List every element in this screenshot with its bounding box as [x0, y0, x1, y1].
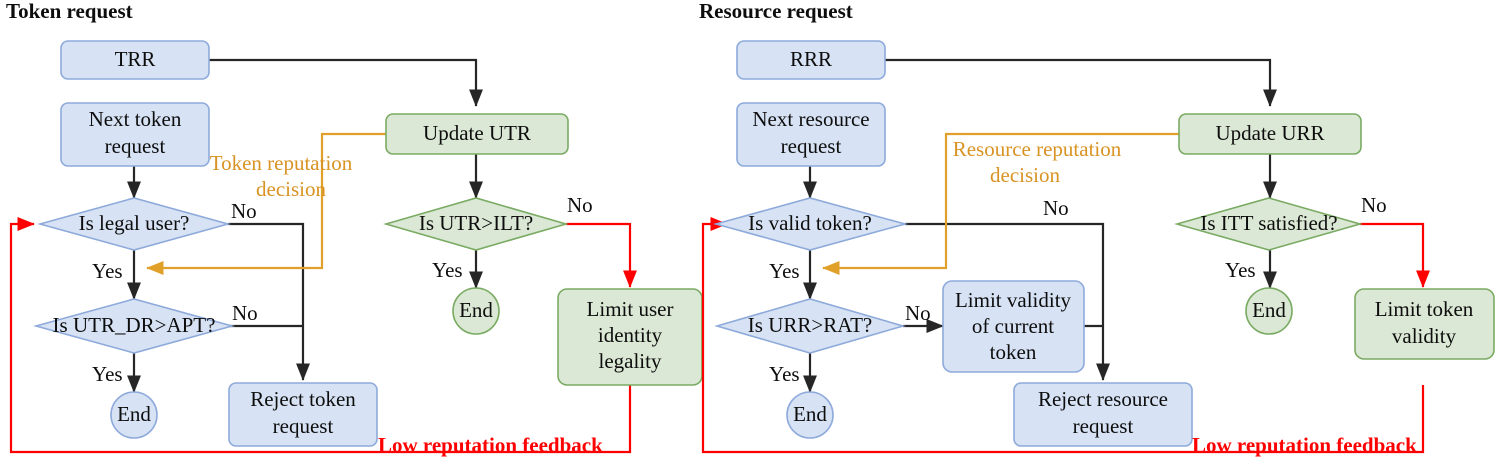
right-decision-is-urr-gt-rat-label: Is URR>RAT? [748, 313, 872, 337]
right-node-limit-token-validity[interactable]: Limit token validity [1354, 288, 1495, 360]
edge-resource-reputation-decision [822, 132, 1179, 276]
edge-trr-to-update [209, 58, 484, 107]
left-node-trr[interactable]: TRR [60, 40, 210, 80]
edge-d1-no-to-reject-r [905, 222, 1111, 381]
left-label-yes-2: Yes [92, 362, 123, 386]
left-annotation-reputation-line2: decision [256, 177, 326, 201]
left-node-next-line1: Next token [89, 107, 182, 131]
right-node-rrr-label: RRR [790, 47, 832, 71]
left-node-next-line2: request [105, 134, 166, 158]
left-diagram-title: Token request [6, 0, 133, 23]
left-terminator-end-1[interactable]: End [110, 391, 158, 439]
left-node-next-token-request[interactable]: Next token request [60, 102, 210, 167]
right-annotation-reputation-line2: decision [990, 163, 1060, 187]
right-decision-is-itt-satisfied-label: Is ITT satisfied? [1200, 211, 1337, 235]
left-terminator-end-2-label: End [459, 298, 493, 322]
left-terminator-end-2[interactable]: End [452, 287, 500, 335]
right-label-no-1: No [1043, 196, 1069, 220]
left-annotation-reputation-line1: Token reputation [210, 151, 353, 175]
right-node-limit-validity-of-current-token[interactable]: Limit validity of current token [942, 280, 1085, 373]
edge-token-reputation-decision [146, 132, 386, 276]
right-node-limitvalidity-line1: Limit validity [955, 288, 1072, 312]
right-label-no-2: No [905, 301, 931, 325]
right-diagram-title: Resource request [699, 0, 853, 23]
right-label-yes-2: Yes [769, 362, 800, 386]
left-label-yes-1: Yes [92, 259, 123, 283]
left-label-no-1: No [231, 199, 257, 223]
left-node-limit-line2: identity [598, 323, 663, 347]
right-node-next-line2: request [781, 134, 842, 158]
right-decision-is-urr-gt-rat[interactable]: Is URR>RAT? [714, 298, 906, 354]
right-node-next-resource-request[interactable]: Next resource request [736, 102, 886, 167]
left-decision-is-legal-user-label: Is legal user? [79, 211, 190, 235]
right-annotation-low-reputation-feedback: Low reputation feedback [1192, 433, 1417, 457]
right-node-update-urr-label: Update URR [1215, 121, 1324, 145]
right-node-update-urr[interactable]: Update URR [1178, 113, 1362, 155]
right-node-limitvalidity-line2: of current [972, 314, 1054, 338]
edge-rrr-to-update [884, 58, 1278, 107]
right-node-limit-line1: Limit token [1375, 297, 1474, 321]
right-decision-is-valid-token[interactable]: Is valid token? [712, 197, 909, 251]
left-node-limit-line3: legality [599, 349, 662, 373]
edge-d3-no-to-limit-r [1360, 222, 1431, 288]
right-node-next-line1: Next resource [752, 107, 869, 131]
left-node-limit-user-identity-legality[interactable]: Limit user identity legality [557, 288, 703, 386]
edge-low-reputation-feedback-loop [9, 216, 632, 454]
left-decision-is-utr-gt-ilt[interactable]: Is UTR>ILT? [383, 197, 569, 251]
edge-low-reputation-feedback-loop-r [701, 216, 1425, 454]
right-terminator-end-1[interactable]: End [786, 391, 834, 439]
left-decision-is-utrdr-gt-apt-label: Is UTR_DR>APT? [53, 313, 216, 337]
left-decision-is-utrdr-gt-apt[interactable]: Is UTR_DR>APT? [32, 298, 236, 354]
right-decision-is-itt-satisfied[interactable]: Is ITT satisfied? [1174, 197, 1363, 251]
right-node-limit-line2: validity [1392, 324, 1457, 348]
right-annotation-reputation-line1: Resource reputation [953, 137, 1122, 161]
left-node-limit-line1: Limit user [587, 297, 674, 321]
edge-d1-no-to-reject [228, 222, 311, 381]
edge-d3-no-to-limit [566, 222, 638, 288]
left-annotation-low-reputation-feedback: Low reputation feedback [378, 433, 603, 457]
right-connectors [701, 58, 1431, 454]
left-node-trr-label: TRR [115, 47, 156, 71]
right-node-reject-line1: Reject resource [1038, 387, 1168, 411]
right-label-yes-1: Yes [769, 259, 800, 283]
right-label-yes-3: Yes [1225, 258, 1256, 282]
left-label-yes-3: Yes [432, 258, 463, 282]
left-node-update-utr-label: Update UTR [423, 121, 531, 145]
right-terminator-end-1-label: End [793, 402, 827, 426]
left-terminator-end-1-label: End [117, 402, 151, 426]
left-label-no-3: No [567, 193, 593, 217]
left-node-reject-line1: Reject token [250, 387, 356, 411]
right-node-rrr[interactable]: RRR [736, 40, 886, 80]
left-node-update-utr[interactable]: Update UTR [385, 113, 569, 155]
right-node-reject-resource-request[interactable]: Reject resource request [1013, 382, 1193, 447]
left-node-reject-line2: request [273, 414, 334, 438]
left-decision-is-utr-gt-ilt-label: Is UTR>ILT? [419, 211, 533, 235]
left-node-reject-token-request[interactable]: Reject token request [228, 382, 378, 447]
right-decision-is-valid-token-label: Is valid token? [748, 211, 872, 235]
left-connectors [9, 58, 638, 454]
right-terminator-end-2-label: End [1252, 298, 1286, 322]
right-node-reject-line2: request [1073, 414, 1134, 438]
right-node-limitvalidity-line3: token [990, 340, 1037, 364]
right-label-no-3: No [1361, 193, 1387, 217]
right-terminator-end-2[interactable]: End [1245, 287, 1293, 335]
left-decision-is-legal-user[interactable]: Is legal user? [36, 197, 232, 251]
left-label-no-2: No [232, 301, 258, 325]
